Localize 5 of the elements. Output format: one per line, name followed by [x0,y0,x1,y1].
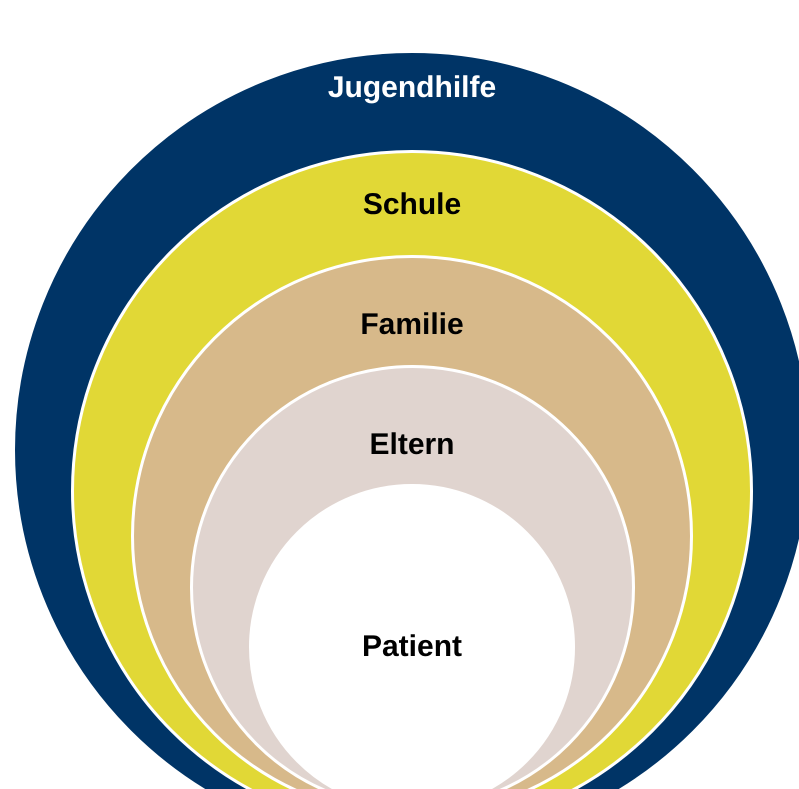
layer-label: Familie [360,308,464,342]
layer-label: Jugendhilfe [328,71,496,105]
layer-label: Eltern [369,428,455,462]
layer-label: Schule [362,188,462,222]
layer-label: Patient [362,630,462,664]
